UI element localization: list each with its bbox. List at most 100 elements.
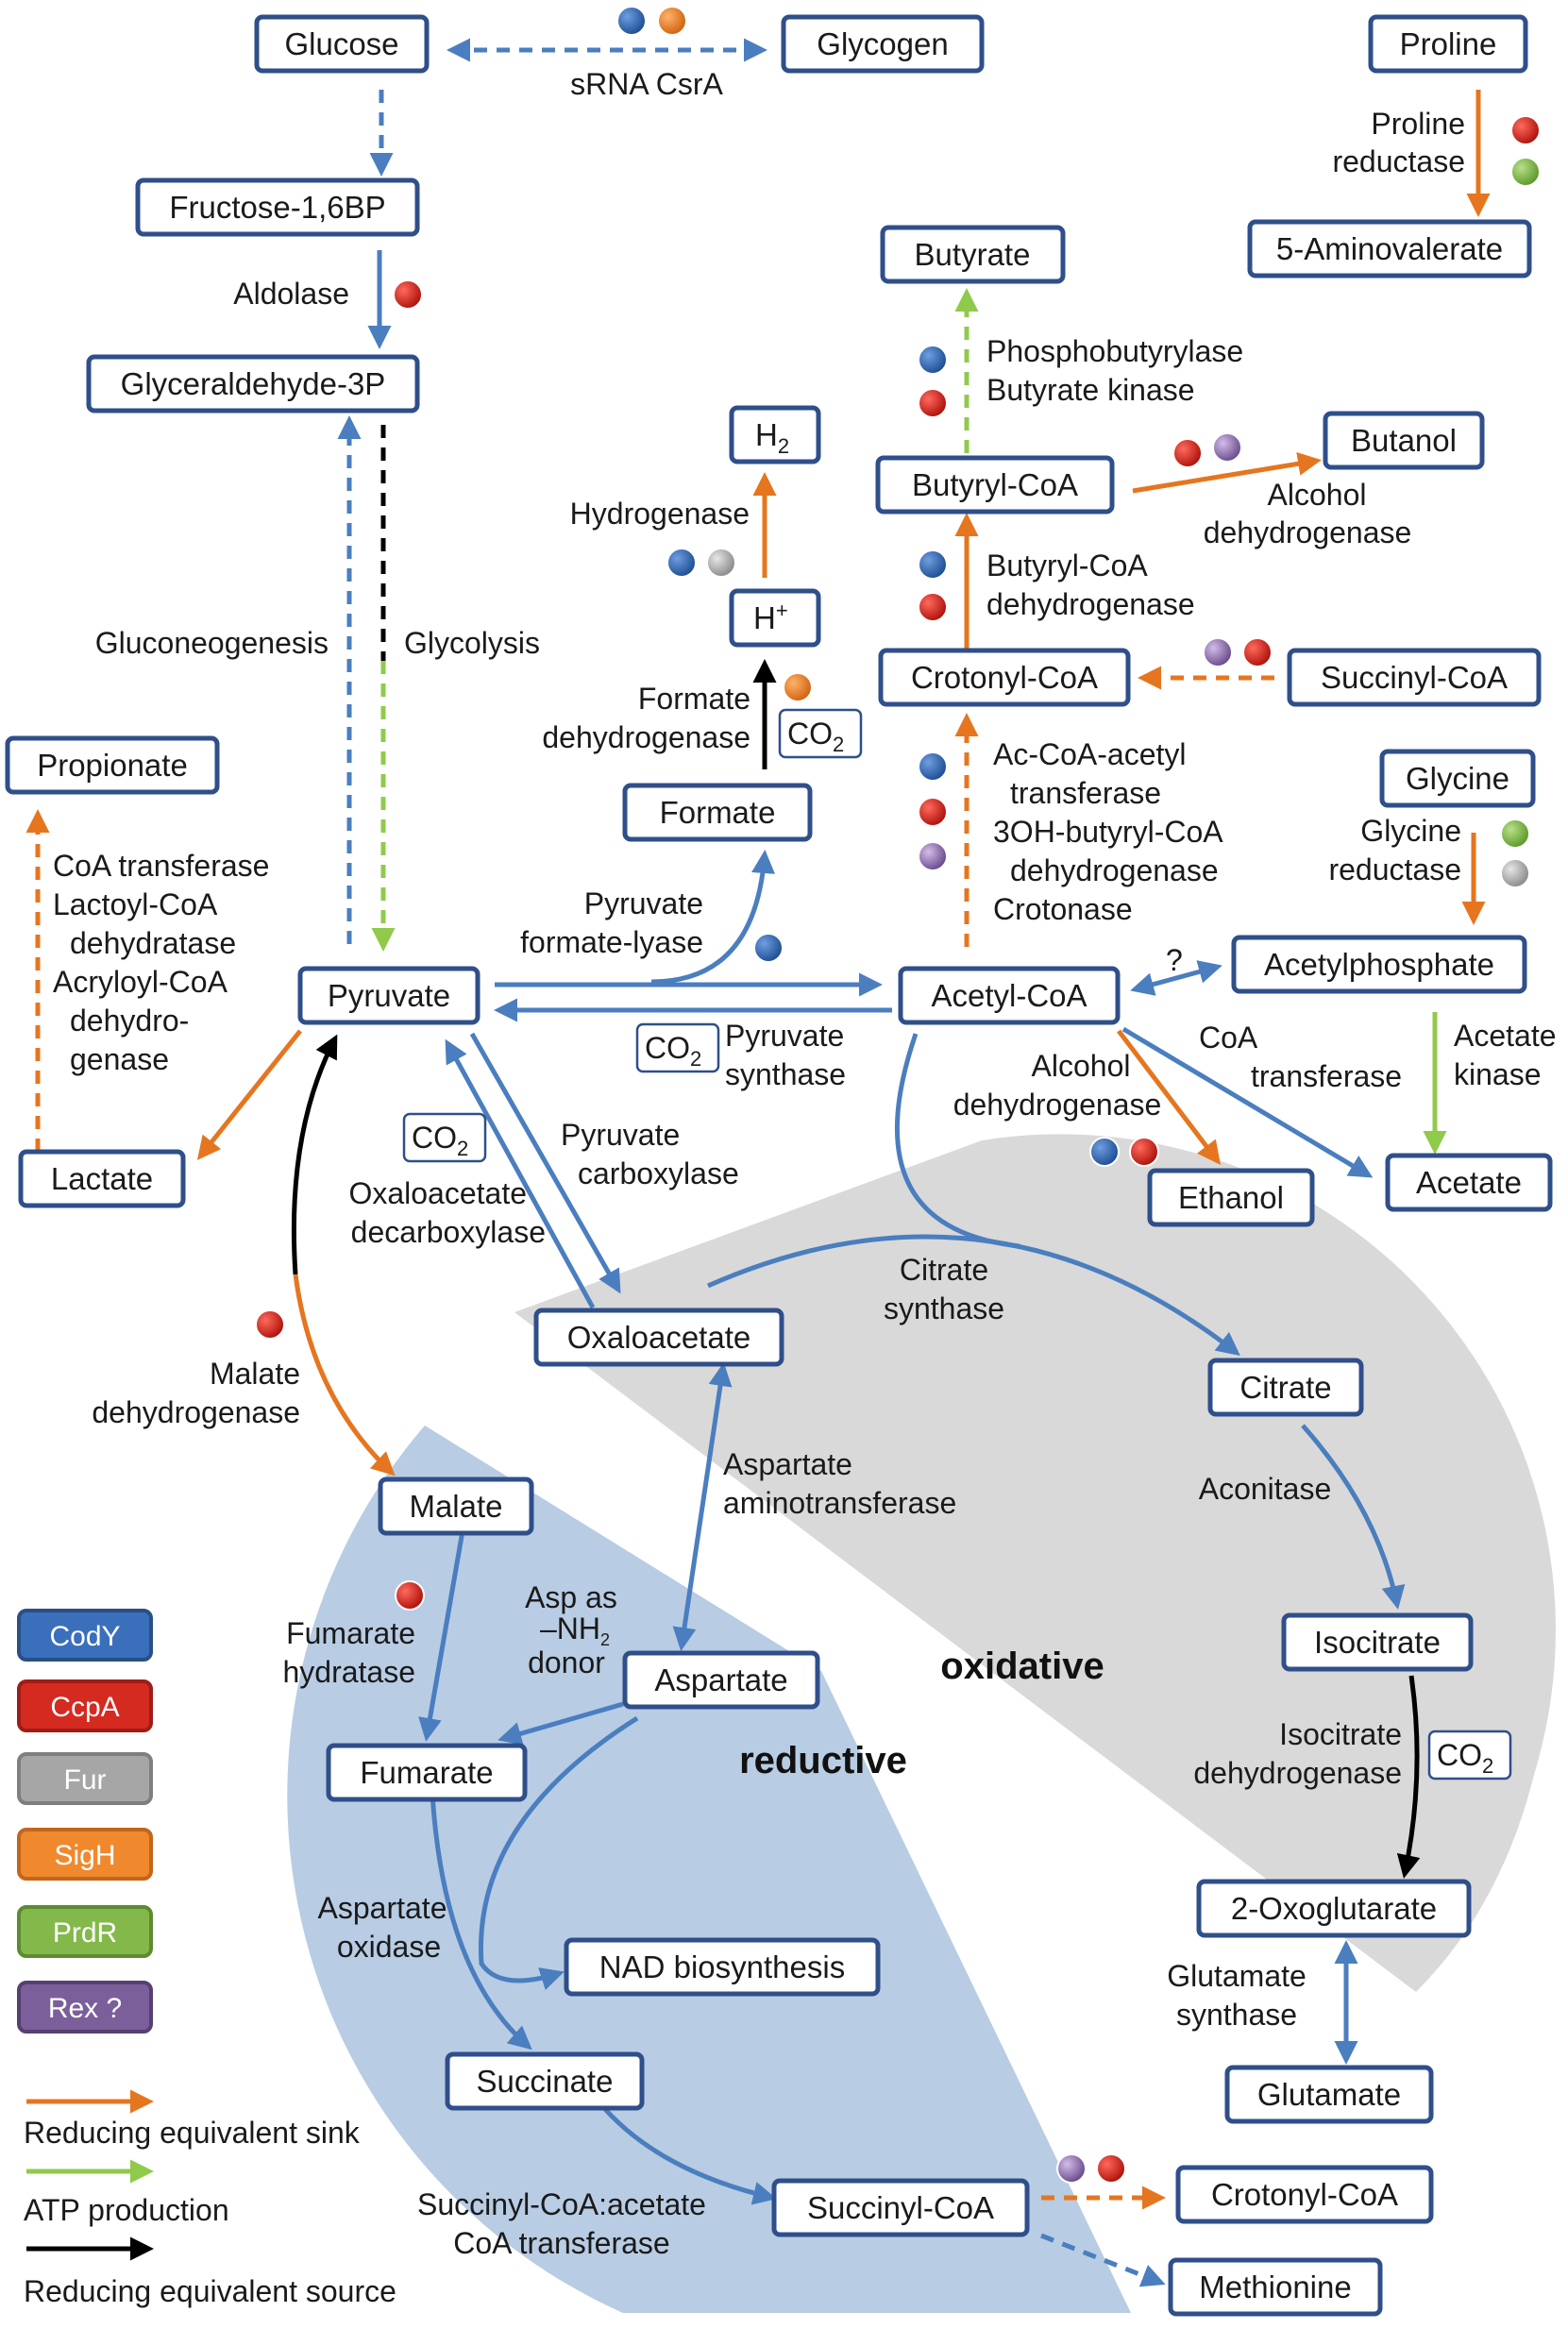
svg-text:H2: H2 <box>755 417 789 458</box>
glucose-node: Glucose <box>254 14 430 74</box>
prdr-dot <box>1510 157 1541 187</box>
svg-text:Butanol: Butanol <box>1351 423 1457 458</box>
pyruvate-synthase-label-2: synthase <box>725 1057 846 1091</box>
svg-text:Crotonyl-CoA: Crotonyl-CoA <box>1211 2177 1398 2212</box>
butanol-node: Butanol <box>1323 411 1485 470</box>
h-plus-node: H+ <box>729 588 821 648</box>
succinyl-coa-top-node: Succinyl-CoA <box>1287 648 1542 707</box>
glutamate-node: Glutamate <box>1224 2065 1434 2124</box>
alcohol-dh-ethanol-label: Alcohol <box>1032 1049 1131 1083</box>
regulator-dots <box>255 6 1541 2184</box>
sigh-dot <box>657 6 687 36</box>
legend-cody: CodY <box>17 1609 153 1662</box>
co2-box-isocitrate: CO2 <box>1427 1730 1512 1781</box>
rex-dot <box>1212 432 1242 463</box>
ac-coa-label-5: Crotonase <box>993 892 1133 926</box>
asp-aminotransferase-label-2: aminotransferase <box>723 1486 956 1520</box>
malate-dh-label: Malate <box>210 1357 300 1391</box>
svg-text:SigH: SigH <box>54 1840 115 1871</box>
svg-text:Propionate: Propionate <box>37 748 188 783</box>
ccpa-dot <box>1510 115 1541 145</box>
svg-text:Methionine: Methionine <box>1199 2270 1351 2304</box>
cody-dot <box>918 751 948 782</box>
svg-text:5-Aminovalerate: 5-Aminovalerate <box>1276 231 1503 266</box>
formate-dh-label: Formate <box>638 682 750 716</box>
rex-dot <box>1203 637 1233 667</box>
coa-transferase-label: CoA <box>1199 1021 1258 1055</box>
svg-text:CodY: CodY <box>49 1621 120 1652</box>
malate-dh-label-2: dehydrogenase <box>92 1395 300 1429</box>
lactate-node: Lactate <box>18 1149 186 1208</box>
g3p-node: Glyceraldehyde-3P <box>86 354 420 413</box>
coa-transferase-prop-label: CoA transferase <box>53 849 269 883</box>
lactoyl-label: Lactoyl-CoA <box>53 887 218 921</box>
methionine-node: Methionine <box>1168 2257 1383 2317</box>
propionate-node: Propionate <box>5 735 220 795</box>
butyryl-coa-dh-label-2: dehydrogenase <box>986 587 1195 621</box>
hydrogenase-label: Hydrogenase <box>570 497 750 531</box>
aldolase-label: Aldolase <box>233 277 349 311</box>
svg-text:2-Oxoglutarate: 2-Oxoglutarate <box>1231 1891 1437 1926</box>
butyrate-node: Butyrate <box>880 225 1066 284</box>
gluconeogenesis-label: Gluconeogenesis <box>95 626 329 660</box>
oaa-decarboxylase-label-2: decarboxylase <box>351 1215 546 1249</box>
succinyl-coa-bottom-node: Succinyl-CoA <box>771 2178 1030 2237</box>
glutamate-synthase-label-2: synthase <box>1176 1998 1297 2032</box>
glycolysis-label: Glycolysis <box>404 626 540 660</box>
succ-coa-transferase-label-2: CoA transferase <box>453 2226 669 2260</box>
svg-text:Succinate: Succinate <box>477 2064 614 2099</box>
ccpa-dot <box>1172 438 1203 468</box>
legend-sink-label: Reducing equivalent sink <box>24 2116 361 2150</box>
cody-dot <box>918 549 948 580</box>
svg-text:Fumarate: Fumarate <box>360 1755 493 1790</box>
rex-dot <box>1056 2153 1087 2184</box>
ccpa-dot <box>1096 2153 1126 2184</box>
cody-dot <box>918 345 948 375</box>
reductive-label: reductive <box>739 1740 907 1781</box>
asp-aminotransferase-label: Aspartate <box>723 1447 852 1481</box>
oxoglutarate-node: 2-Oxoglutarate <box>1196 1879 1472 1938</box>
svg-text:Citrate: Citrate <box>1239 1370 1331 1405</box>
pyruvate-node: Pyruvate <box>297 966 481 1025</box>
sigh-dot <box>783 672 813 702</box>
citrate-synthase-label: Citrate <box>900 1253 988 1287</box>
legend-prdr: PrdR <box>17 1905 153 1958</box>
ccpa-dot <box>393 279 423 310</box>
proline-reductase-label-2: reductase <box>1332 144 1465 178</box>
svg-text:Malate: Malate <box>409 1489 502 1524</box>
svg-text:Lactate: Lactate <box>51 1161 153 1196</box>
pyruvate-carboxylase-label-2: carboxylase <box>578 1156 739 1190</box>
citrate-node: Citrate <box>1207 1358 1364 1417</box>
glycine-reductase-label-2: reductase <box>1328 852 1461 886</box>
svg-text:Isocitrate: Isocitrate <box>1314 1625 1441 1660</box>
pfl-label: Pyruvate <box>584 886 703 920</box>
acetyl-coa-node: Acetyl-CoA <box>898 966 1121 1025</box>
svg-text:Aspartate: Aspartate <box>654 1662 787 1697</box>
svg-text:H+: H+ <box>753 599 788 635</box>
pyruvate-synthase-label: Pyruvate <box>725 1019 844 1053</box>
svg-text:Acetylphosphate: Acetylphosphate <box>1264 947 1494 982</box>
ccpa-dot <box>255 1309 285 1340</box>
enzyme-labels: sRNA CsrA Proline reductase Aldolase Pho… <box>53 67 1557 2260</box>
legend: CodY CcpA Fur SigH PrdR Rex ? Reducing e… <box>17 1609 396 2308</box>
svg-text:Succinyl-CoA: Succinyl-CoA <box>1321 660 1508 695</box>
asp-oxidase-label: Aspartate <box>318 1891 447 1925</box>
formate-node: Formate <box>622 783 813 842</box>
h2-node: H2 <box>729 405 821 464</box>
legend-fur: Fur <box>17 1752 153 1805</box>
oxaloacetate-node: Oxaloacetate <box>533 1308 784 1367</box>
svg-text:Succinyl-CoA: Succinyl-CoA <box>807 2190 994 2225</box>
svg-text:CO2: CO2 <box>412 1121 468 1160</box>
ac-coa-label-1: Ac-CoA-acetyl <box>993 737 1187 771</box>
asp-donor-label-3: donor <box>528 1645 605 1679</box>
acetate-node: Acetate <box>1385 1153 1553 1212</box>
svg-text:CcpA: CcpA <box>50 1692 119 1723</box>
fur-dot <box>1500 858 1530 888</box>
svg-text:NAD biosynthesis: NAD biosynthesis <box>599 1949 845 1984</box>
pyruvate-carboxylase-label: Pyruvate <box>561 1118 680 1152</box>
rex-dot <box>918 841 948 871</box>
svg-text:Ethanol: Ethanol <box>1178 1180 1284 1215</box>
aspartate-node: Aspartate <box>622 1650 820 1710</box>
glutamate-synthase-label: Glutamate <box>1167 1959 1307 1993</box>
svg-text:Rex ?: Rex ? <box>48 1993 122 2024</box>
